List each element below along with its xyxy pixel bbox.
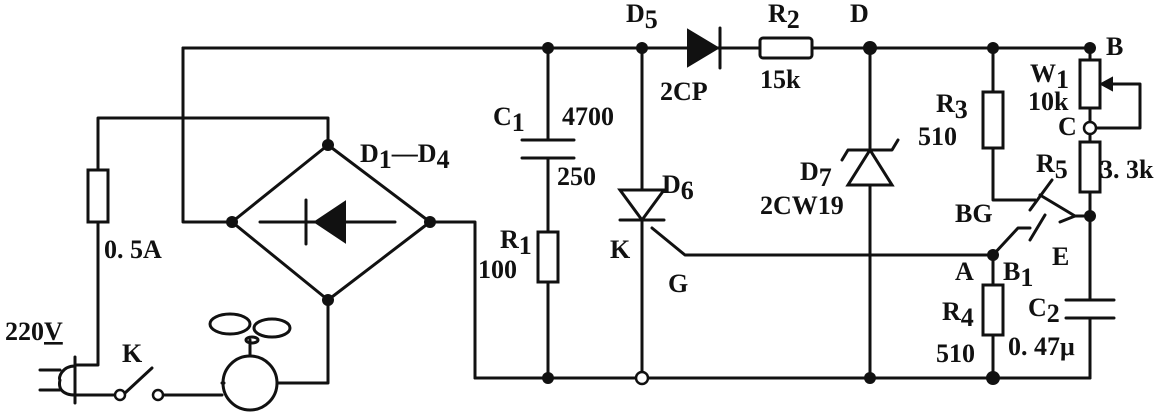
resistor-r5 [1078, 140, 1102, 194]
scr-g-pin: G [668, 269, 688, 298]
w1-wiper-wire [1088, 82, 1142, 130]
switch-k [113, 366, 165, 402]
zener-d7 [840, 138, 900, 187]
labels: 220V K 0. 5A D1—D4 C1 4700 250 R1 100 D5… [5, 0, 1154, 368]
potentiometer-w1 [1078, 58, 1113, 110]
c2-value: 0. 47μ [1008, 332, 1075, 361]
c1-voltage: 250 [557, 162, 596, 191]
node-b-label: B [1106, 32, 1123, 61]
r1-label: R1 [500, 225, 532, 260]
node-a-label: A [955, 257, 974, 286]
fuse-label: 0. 5A [104, 235, 162, 264]
junction-dots [226, 41, 1098, 386]
wires [73, 46, 1142, 397]
r3-label: R3 [936, 89, 968, 124]
scr-d6 [617, 188, 667, 223]
resistor-r3 [981, 90, 1005, 150]
d5-label: D5 [626, 0, 658, 34]
node-d-label: D [850, 0, 869, 28]
w1-label: W1 [1030, 59, 1069, 94]
ac-plug [38, 355, 77, 405]
c2-label: C2 [1028, 293, 1060, 328]
scr-k-pin: K [610, 235, 631, 264]
resistor-r2 [758, 36, 814, 60]
resistor-r1 [536, 230, 560, 284]
diode-d5 [687, 26, 722, 70]
d7-label: D7 [800, 157, 832, 192]
bridge-top-wire [96, 116, 330, 172]
r3-to-collector-wire [991, 146, 1037, 202]
r3-value: 510 [918, 122, 957, 151]
switch-label: K [122, 339, 143, 368]
supply-label: 220V [5, 317, 63, 346]
w1-value: 10k [1028, 87, 1069, 116]
c1-capacitance: 4700 [562, 102, 614, 131]
r1-value: 100 [478, 255, 517, 284]
fuse-to-plug-wire [73, 220, 100, 367]
capacitor-c1 [520, 138, 576, 160]
base-lead [991, 226, 1032, 257]
capacitor-c2 [1064, 298, 1116, 320]
resistor-r4 [981, 283, 1005, 337]
gate-wire [650, 226, 995, 257]
d6-label: D6 [662, 170, 694, 205]
d5-type: 2CP [660, 77, 708, 106]
bridge-left-wire [181, 46, 234, 224]
bridge-label: D1—D4 [360, 139, 450, 174]
b1-label: B1 [1003, 257, 1033, 292]
r4-value: 510 [936, 339, 975, 368]
fuse [86, 168, 110, 224]
transistor-bg [1028, 178, 1077, 242]
r5-value: 3. 3k [1100, 155, 1154, 184]
emitter-label: E [1052, 242, 1069, 271]
d7-type: 2CW19 [760, 191, 844, 220]
c1-label: C1 [493, 102, 525, 137]
bridge-right-wire [428, 220, 477, 380]
fan-motor [208, 312, 292, 412]
bridge-rectifier [230, 143, 432, 302]
r2-value: 15k [760, 65, 801, 94]
transistor-label: BG [955, 199, 993, 228]
motor-to-bridge-wire [276, 298, 330, 385]
r4-label: R4 [942, 297, 974, 332]
r2-label: R2 [768, 0, 800, 34]
r5-label: R5 [1036, 149, 1068, 184]
node-c-label: C [1058, 112, 1077, 141]
